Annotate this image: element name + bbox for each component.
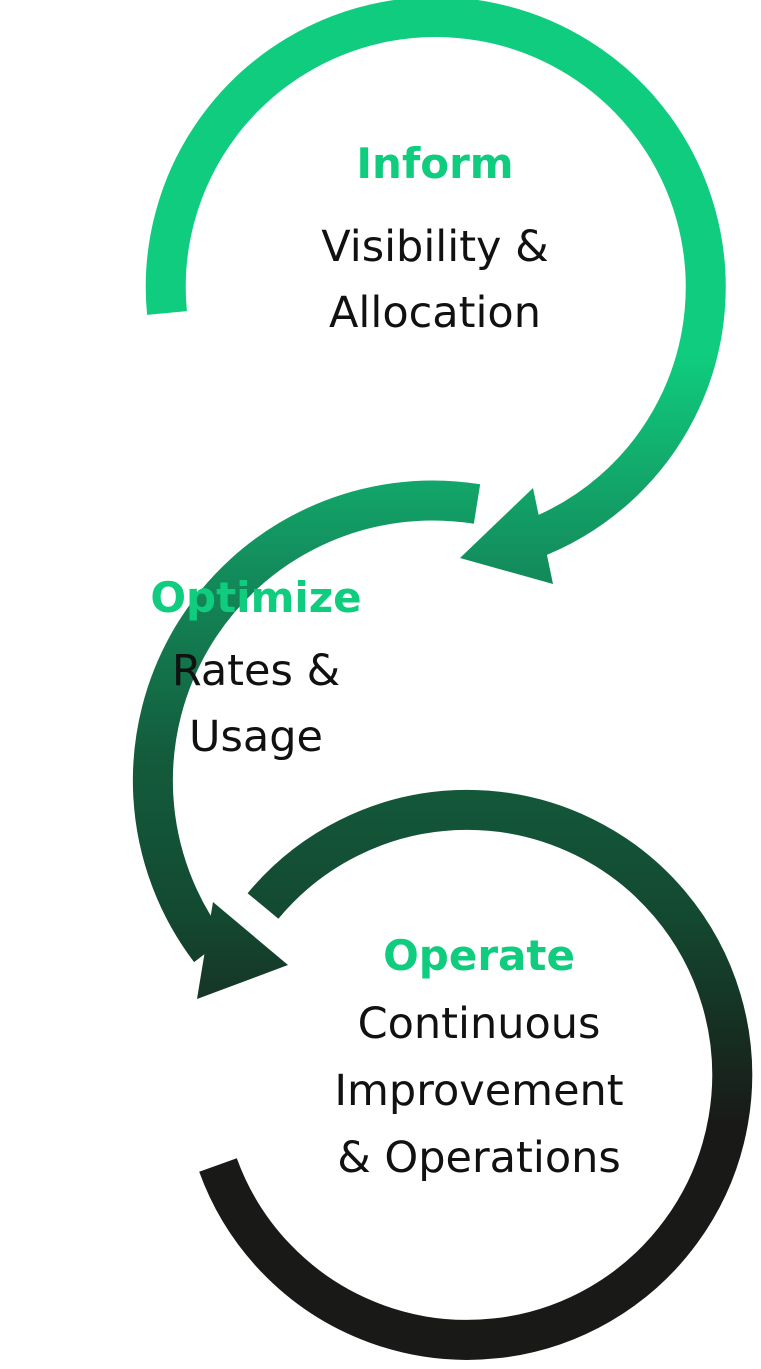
phase-operate-line-3: & Operations (337, 1133, 621, 1183)
inform-arc (145, 0, 726, 559)
phase-optimize-title: Optimize (150, 573, 362, 622)
phase-inform-line-1: Visibility & (321, 222, 549, 272)
optimize-arrowhead (197, 902, 288, 999)
phase-optimize-line-1: Rates & (171, 646, 341, 696)
optimize-arc (132, 480, 481, 963)
phase-inform-line-2: Allocation (329, 288, 541, 338)
phase-operate-line-1: Continuous (357, 999, 601, 1049)
phase-operate-line-2: Improvement (334, 1066, 624, 1116)
phase-inform-title: Inform (356, 139, 514, 188)
phase-operate-title: Operate (383, 931, 575, 980)
phase-optimize-line-2: Usage (189, 712, 323, 762)
inform-arrowhead (460, 488, 553, 584)
operate-arc (199, 789, 753, 1360)
